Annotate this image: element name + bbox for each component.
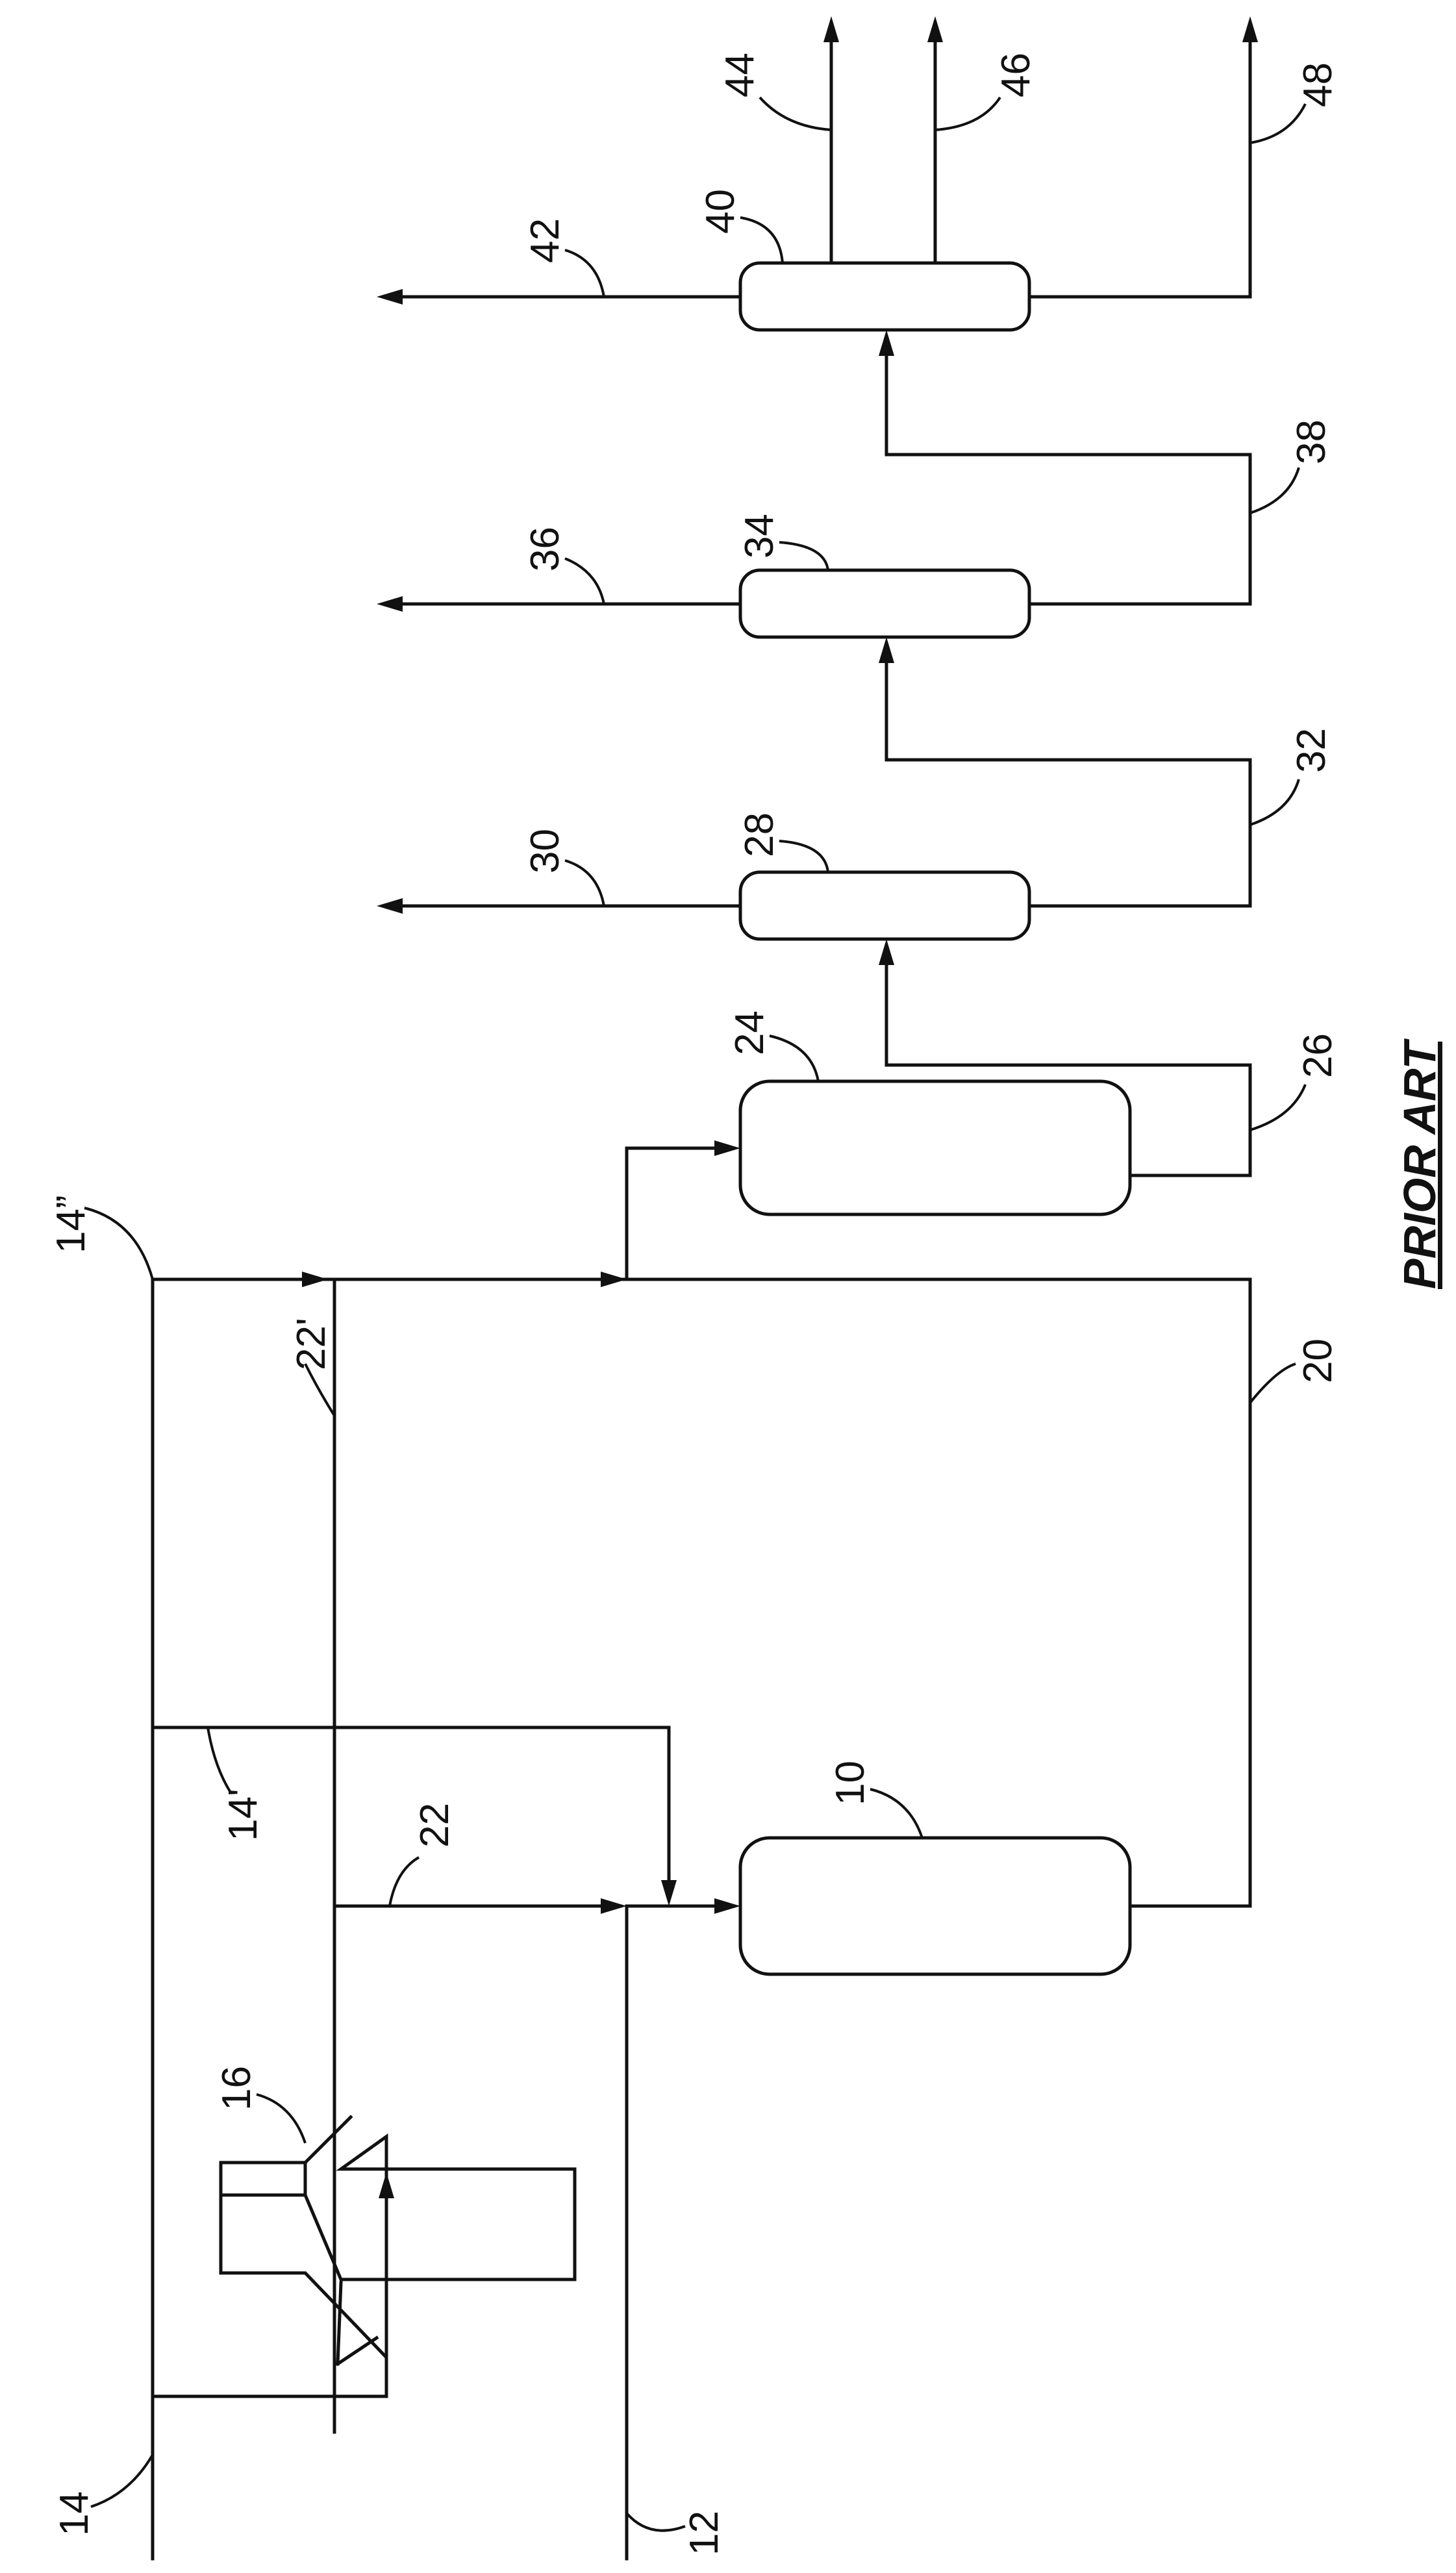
- label-48: 48: [1296, 62, 1340, 107]
- leader-40: [740, 218, 783, 263]
- leader-38: [1250, 468, 1299, 513]
- label-14-double-prime: 14”: [49, 1195, 94, 1253]
- leader-36: [565, 559, 604, 604]
- arrow-line-48-out: [1242, 16, 1258, 42]
- arrow-line-42-out: [377, 289, 403, 305]
- leader-42: [565, 250, 604, 297]
- label-30: 30: [523, 829, 568, 873]
- leader-20: [1250, 1364, 1296, 1403]
- label-46: 46: [994, 53, 1038, 97]
- feed-line-12: [627, 1906, 714, 2559]
- arrow-into-column-34: [879, 637, 894, 663]
- line-32: [886, 653, 1250, 906]
- leader-30: [565, 860, 604, 906]
- arrow-14-double-prime: [302, 1272, 328, 1287]
- line-22: [334, 1279, 620, 2432]
- column-40: [740, 263, 1029, 330]
- line-to-vessel-24: [627, 1148, 724, 1279]
- leader-16: [257, 2094, 305, 2143]
- reference-labels: 14 12 14' 14” 16 22 22' 20 10 24 26 28 3…: [49, 53, 1340, 2555]
- leader-22: [390, 1857, 419, 1906]
- caption-prior-art: PRIOR ART: [1394, 1038, 1445, 1289]
- arrow-14-prime-down: [661, 1880, 677, 1906]
- arrow-into-column-28: [879, 939, 894, 965]
- arrow-line-44-out: [823, 16, 839, 42]
- leader-26: [1250, 1085, 1305, 1130]
- label-42: 42: [523, 218, 568, 263]
- leader-24: [770, 1036, 818, 1081]
- leader-lines: [84, 97, 1305, 2531]
- arrow-into-column-40: [879, 330, 894, 356]
- leader-14: [91, 2455, 153, 2507]
- leader-46: [935, 97, 1000, 130]
- leader-48: [1250, 104, 1305, 143]
- column-28: [740, 872, 1029, 939]
- leader-28: [779, 841, 828, 872]
- arrow-line-30-out: [377, 898, 403, 914]
- label-20: 20: [1296, 1338, 1340, 1383]
- label-10: 10: [828, 1761, 873, 1805]
- label-22-prime: 22': [289, 1318, 334, 1370]
- label-36: 36: [523, 527, 568, 571]
- label-34: 34: [737, 514, 782, 559]
- label-12: 12: [682, 2511, 727, 2555]
- label-40: 40: [698, 189, 743, 234]
- leader-44: [760, 97, 831, 130]
- label-26: 26: [1296, 1033, 1340, 1078]
- arrow-22-to-12: [601, 1898, 627, 1914]
- label-16: 16: [214, 2066, 259, 2111]
- vessel-24: [740, 1081, 1130, 1214]
- feed-line-14: [153, 1279, 386, 2559]
- arrow-unit-16-inlet: [379, 2172, 394, 2198]
- label-28: 28: [737, 812, 782, 857]
- label-24: 24: [727, 1010, 772, 1055]
- label-14-prime: 14': [221, 1789, 266, 1841]
- column-34: [740, 570, 1029, 637]
- leader-34: [779, 542, 828, 570]
- arrow-into-vessel-24: [714, 1140, 740, 1156]
- label-38: 38: [1289, 420, 1334, 464]
- leader-12: [627, 2513, 685, 2531]
- reactor-10: [740, 1838, 1130, 1974]
- label-32: 32: [1289, 728, 1334, 773]
- leader-10: [870, 1789, 922, 1838]
- label-22: 22: [412, 1803, 457, 1848]
- arrow-into-reactor-10: [714, 1898, 740, 1914]
- line-20: [614, 1279, 1250, 1906]
- label-44: 44: [718, 53, 762, 97]
- leader-32: [1250, 779, 1299, 825]
- arrow-line-20-junction: [601, 1272, 627, 1287]
- arrow-line-36-out: [377, 596, 403, 612]
- leader-22-prime: [305, 1364, 334, 1416]
- leader-14-double-prime: [84, 1208, 153, 1279]
- label-14: 14: [52, 2491, 97, 2536]
- unit-16: [221, 2117, 575, 2364]
- leader-14-prime: [208, 1727, 231, 1792]
- arrow-line-46-out: [927, 16, 943, 42]
- line-38: [886, 347, 1250, 604]
- line-48: [1029, 36, 1250, 297]
